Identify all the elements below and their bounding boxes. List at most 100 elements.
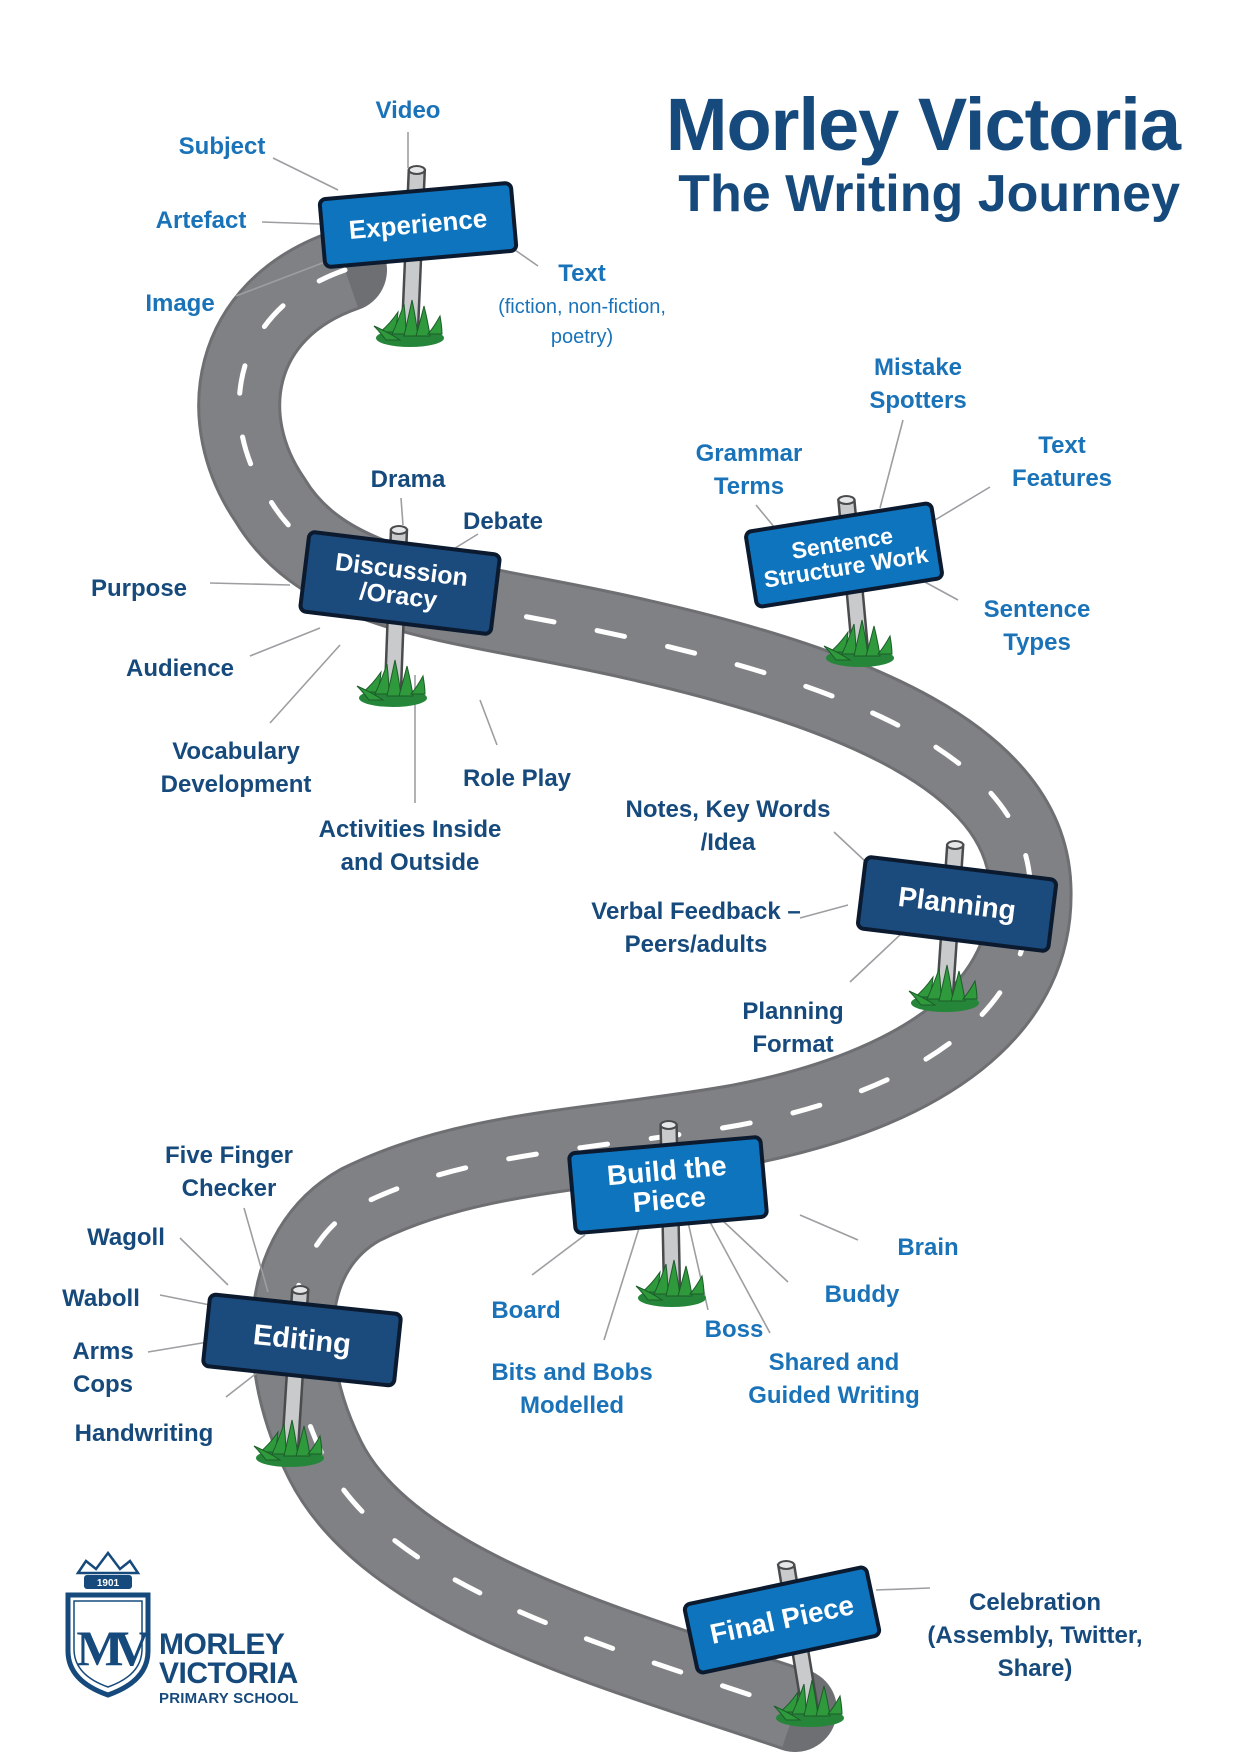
grass-blade-icon [677,1265,693,1297]
leader-line [531,1234,586,1276]
crown-icon [75,1550,141,1575]
label-arms-cops: Arms Cops [72,1338,134,1398]
label-boss: Boss [704,1316,764,1343]
label-activities-inside-outside: Activities Inside and Outside [318,816,502,876]
label-waboll: Waboll [62,1285,140,1312]
label-five-finger-checker: Five Finger Checker [164,1142,294,1202]
label-buddy: Buddy [824,1281,900,1308]
grass-blade-icon [865,625,881,657]
leader-line [799,1214,859,1241]
label-bits-and-bobs-modelled: Bits and Bobs Modelled [491,1359,653,1419]
label-artefact: Artefact [155,207,247,234]
leader-line [159,1294,211,1306]
label-planning-format: Planning Format [742,998,844,1058]
label-brain: Brain [897,1234,959,1261]
leader-line [235,261,326,297]
poster-subtitle: The Writing Journey [678,165,1180,223]
label-debate: Debate [462,508,544,535]
leader-line [209,582,291,586]
signpost-cap [291,1285,310,1295]
grass-blade-icon [773,1705,802,1721]
sign-build-the-piece: Build the Piece [566,1134,770,1236]
label-vocabulary-development: Vocabulary Development [160,738,312,798]
label-grammar-terms: Grammar Terms [695,440,803,500]
signpost-cap [659,1120,678,1130]
signpost-cap [389,525,408,535]
grass-blade-icon [403,299,419,337]
grass-blade-icon [826,1694,843,1715]
label-text-detail: (fiction, non-fiction, poetry) [498,296,666,348]
label-shared-guided-writing: Shared and Guided Writing [748,1349,920,1409]
leader-line [269,644,341,724]
label-subject: Subject [178,133,266,160]
shield-icon [65,1592,151,1698]
leader-lines [147,132,991,1591]
grass-blade-icon [665,1259,681,1297]
leader-line [400,497,404,526]
leader-line [514,249,539,267]
leader-line [479,699,498,746]
leader-line [261,221,321,225]
label-purpose: Purpose [90,575,188,602]
signpost-cap [946,840,965,850]
label-notes-key-words: Notes, Key Words /Idea [625,796,831,856]
grass-blade-icon [283,1419,299,1457]
label-wagoll: Wagoll [87,1224,165,1251]
label-mistake-spotters: Mistake Spotters [869,354,967,414]
grass-blade-icon [373,325,402,341]
grass-blade-icon [295,1425,311,1457]
leader-line [799,904,849,919]
label-celebration: Celebration (Assembly, Twitter, Share) [927,1589,1143,1682]
grass-blade-icon [815,1685,831,1717]
leader-line [755,504,776,529]
grass-blade-icon [950,970,966,1002]
leader-line [934,486,991,521]
grass-blade-icon [853,619,869,657]
label-board: Board [491,1297,561,1324]
leader-line [709,1221,771,1334]
grass-blade-icon [688,1274,705,1295]
leader-line [243,1207,269,1293]
leader-line [833,831,867,863]
label-text: Text (fiction, non-fiction, poetry) [472,257,692,352]
label-audience: Audience [125,655,235,682]
grass-blade-icon [409,674,426,695]
leader-line [179,1237,229,1286]
grass-blade-icon [415,305,431,337]
label-sentence-types: Sentence Types [983,596,1091,656]
leader-line [875,1587,931,1591]
grass-blade-icon [823,645,852,661]
label-role-play: Role Play [462,765,572,792]
grass-blade-icon [306,1434,323,1455]
winding-road [197,228,1073,1752]
logo-name-line1: MORLEY [159,1628,285,1661]
crest-year-band [84,1575,132,1589]
signpost-cap [777,1560,796,1570]
signpost-cap [837,495,856,505]
leader-line [272,157,339,191]
grass-blade-icon [426,314,443,335]
leader-line [249,627,321,657]
school-logo-text: MORLEY VICTORIA PRIMARY SCHOOL [159,1630,298,1710]
signpost-cap [407,165,426,175]
grass-blade-icon [803,1679,819,1717]
leader-line [147,1341,209,1353]
label-handwriting: Handwriting [74,1420,214,1447]
grass-blade-icon [386,659,402,697]
shield-inner-border [73,1600,143,1688]
label-text-main: Text [558,260,606,287]
logo-name-line2: VICTORIA [159,1657,298,1690]
road-surface [200,233,1070,1747]
label-text-features: Text Features [1011,432,1113,492]
leader-line [721,1219,789,1283]
grass-blade-icon [938,964,954,1002]
label-video: Video [375,97,441,124]
crest-year: 1901 [97,1578,120,1589]
grass-blade-icon [356,685,385,701]
leader-line [687,1221,709,1311]
grass-blade-icon [908,990,937,1006]
label-drama: Drama [370,466,446,493]
grass-blade-icon [253,1445,282,1461]
grass-blade-icon [635,1285,664,1301]
